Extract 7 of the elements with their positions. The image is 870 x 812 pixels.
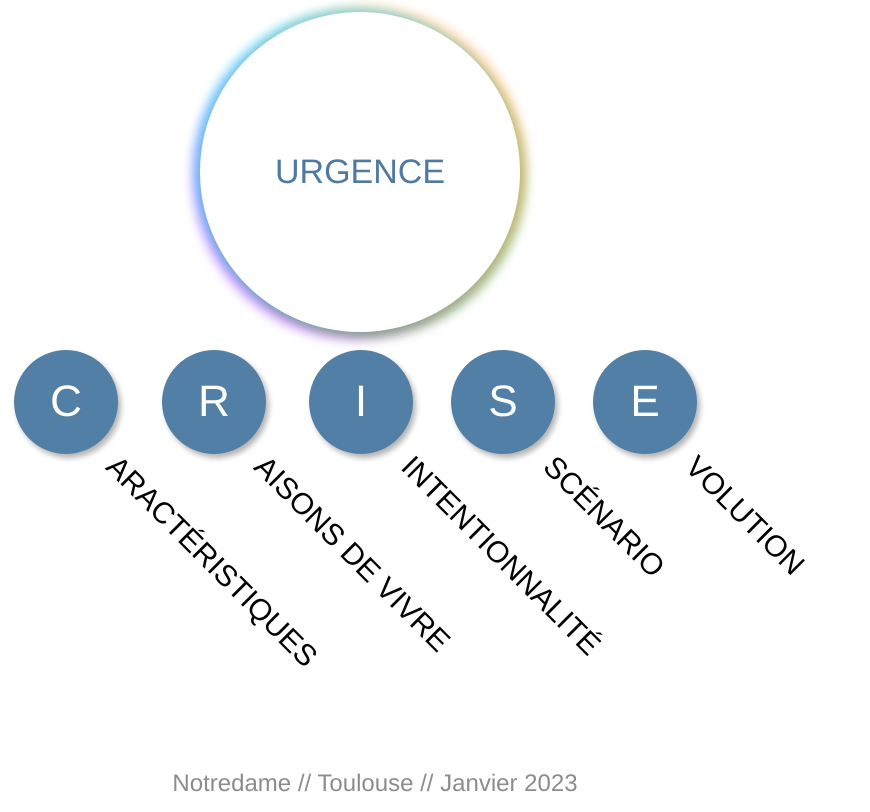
title-circle: URGENCE xyxy=(200,12,520,332)
letter-circle: S xyxy=(451,350,555,454)
letter-circle: C xyxy=(14,350,118,454)
footer-caption: Notredame // Toulouse // Janvier 2023 xyxy=(171,770,579,798)
letter-circle: E xyxy=(593,350,697,454)
letter-circle: R xyxy=(162,350,266,454)
letter-circle: I xyxy=(309,350,413,454)
